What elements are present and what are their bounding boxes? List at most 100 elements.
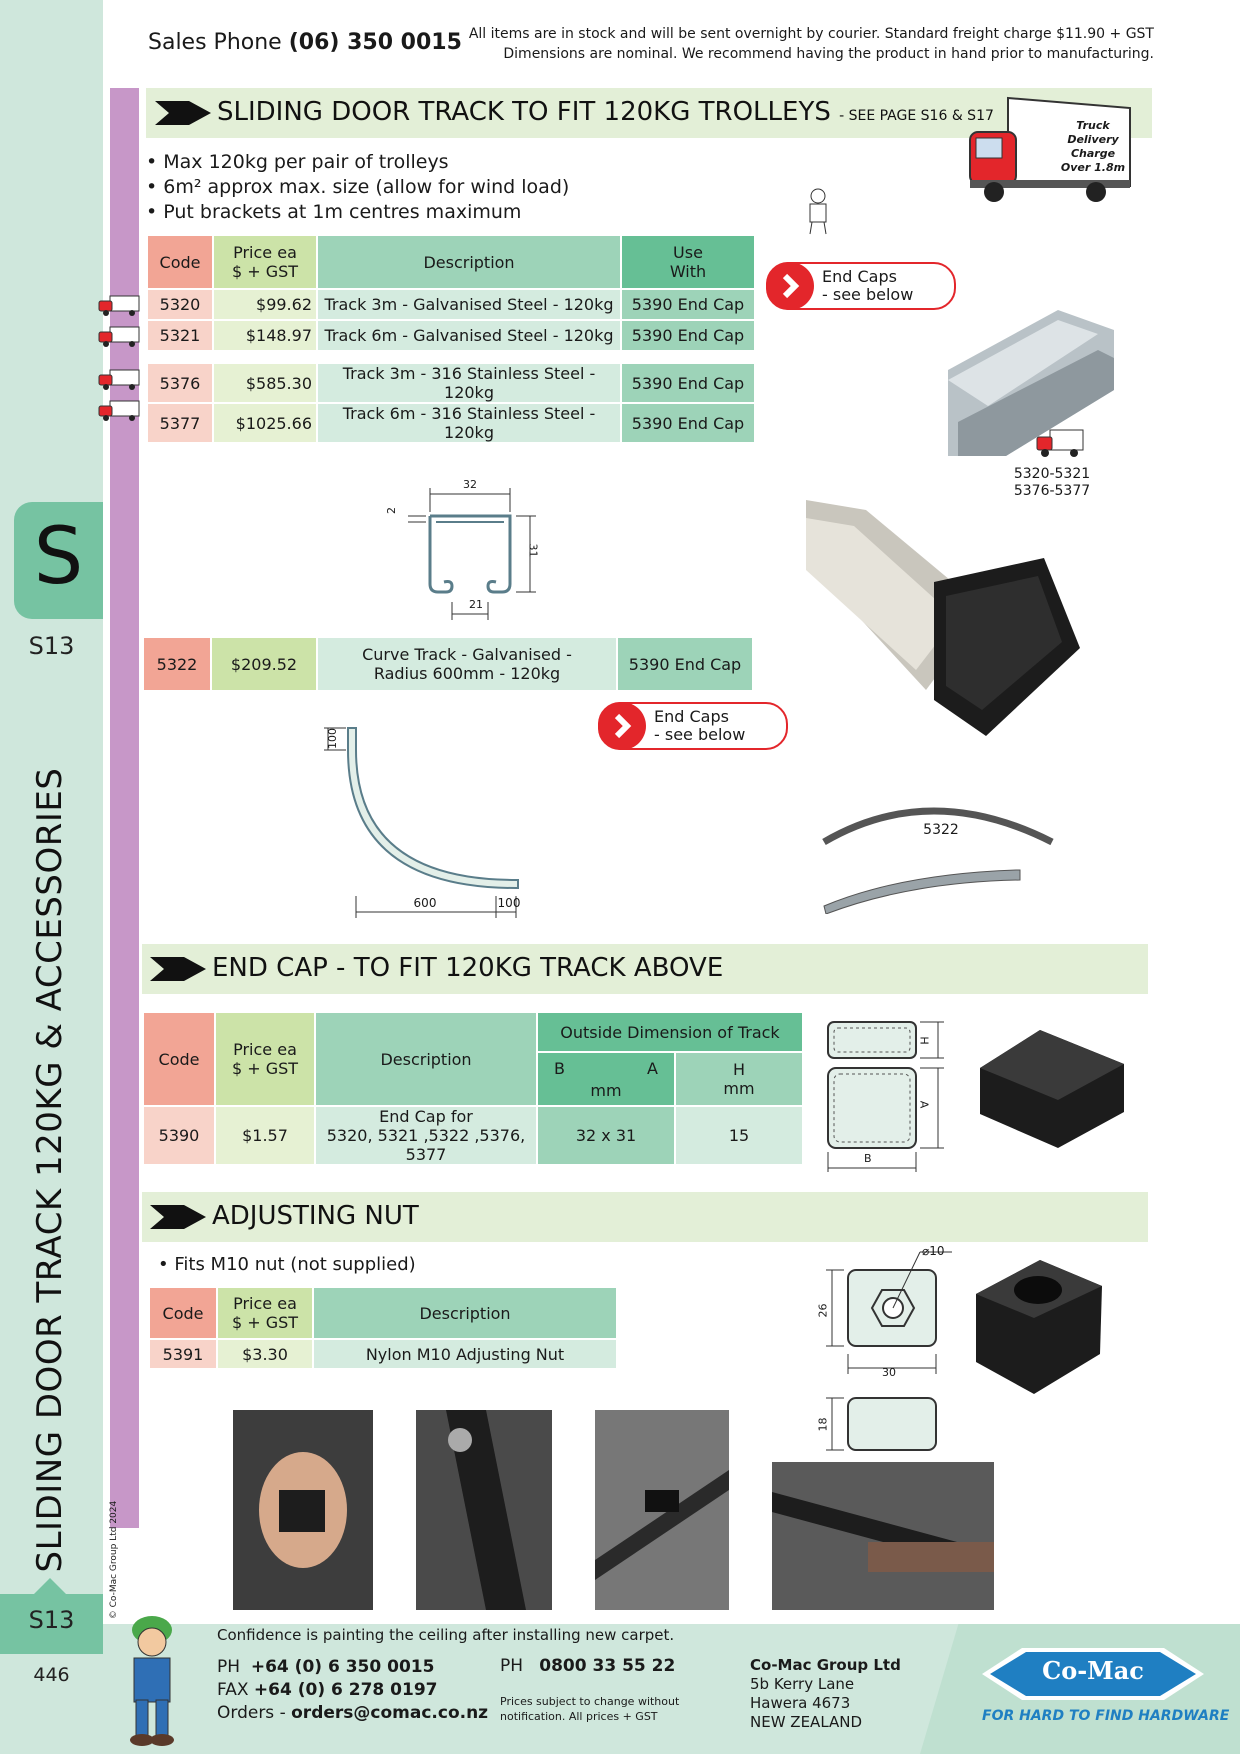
nut-dim-hole: ⌀10 bbox=[922, 1244, 945, 1258]
notice-line-1: All items are in stock and will be sent … bbox=[468, 26, 1154, 42]
end-cap-diagram bbox=[827, 1021, 944, 1172]
truck-icon bbox=[98, 295, 140, 316]
track-title: SLIDING DOOR TRACK TO FIT 120KG TROLLEYS bbox=[217, 97, 831, 127]
section-title-end-cap: END CAP - TO FIT 120KG TRACK ABOVE bbox=[212, 953, 724, 983]
section-title-adjusting-nut: ADJUSTING NUT bbox=[212, 1201, 419, 1231]
row-price: $1.57 bbox=[214, 1105, 316, 1166]
table-row[interactable]: 5320 $99.62 Track 3m - Galvanised Steel … bbox=[146, 288, 756, 321]
end-caps-l1: End Caps bbox=[654, 707, 729, 726]
ph2-number[interactable]: 0800 33 55 22 bbox=[539, 1656, 676, 1676]
notice-line-2: Dimensions are nominal. We recommend hav… bbox=[503, 46, 1154, 62]
comac-logo[interactable] bbox=[982, 1640, 1204, 1708]
truck-badge-text: Truck Delivery Charge Over 1.8m bbox=[1052, 119, 1134, 175]
end-cap-photo bbox=[980, 1030, 1124, 1148]
company-name: Co-Mac Group Ltd bbox=[750, 1656, 901, 1674]
col-code: Code bbox=[142, 1011, 216, 1107]
dim-side: 31 bbox=[526, 543, 540, 558]
use-l1: Use bbox=[673, 243, 703, 262]
col-outside-dimension: Outside Dimension of Track bbox=[536, 1011, 804, 1053]
mascot-small-icon bbox=[809, 188, 827, 235]
footer-address: Co-Mac Group Ltd 5b Kerry Lane Hawera 46… bbox=[750, 1656, 901, 1732]
note-l1: Prices subject to change without bbox=[500, 1695, 680, 1708]
use-l2: With bbox=[669, 262, 707, 281]
col-h-mm: mm bbox=[723, 1079, 755, 1098]
section-header-end-cap bbox=[142, 944, 1148, 994]
address-line-2: Hawera 4673 bbox=[750, 1694, 851, 1712]
row-desc: Track 3m - 316 Stainless Steel - 120kg bbox=[316, 362, 622, 404]
dim-top: 32 bbox=[463, 478, 477, 491]
price-l1: Price ea bbox=[233, 1040, 297, 1059]
row-code: 5390 bbox=[142, 1105, 216, 1166]
bullet-3: • Put brackets at 1m centres maximum bbox=[146, 201, 522, 223]
track-subtitle[interactable]: - SEE PAGE S16 & S17 bbox=[839, 108, 994, 124]
fax-number[interactable]: +64 (0) 6 278 0197 bbox=[253, 1680, 438, 1700]
truck-icon bbox=[1036, 429, 1084, 457]
mascot-icon bbox=[130, 1616, 174, 1746]
curve-desc-l2: Radius 600mm - 120kg bbox=[373, 664, 561, 683]
col-code: Code bbox=[146, 234, 214, 290]
end-caps-link[interactable]: End Caps - see below bbox=[766, 262, 956, 310]
row-use: 5390 End Cap bbox=[620, 288, 756, 321]
bullet-1: • Max 120kg per pair of trolleys bbox=[146, 151, 449, 173]
row-code: 5322 bbox=[142, 636, 212, 692]
row-use: 5390 End Cap bbox=[620, 319, 756, 352]
end-caps-l1: End Caps bbox=[822, 267, 897, 286]
footer-tagline: Confidence is painting the ceiling after… bbox=[217, 1626, 675, 1644]
installation-photo-gate bbox=[772, 1462, 994, 1610]
page-number: 446 bbox=[33, 1664, 70, 1686]
price-l2: $ + GST bbox=[231, 262, 299, 281]
orders-label: Orders - bbox=[217, 1703, 286, 1723]
orders-email[interactable]: orders@comac.co.nz bbox=[291, 1703, 489, 1723]
end-caps-l2: - see below bbox=[654, 725, 746, 744]
logo-tagline: FOR HARD TO FIND HARDWARE bbox=[982, 1708, 1230, 1724]
installation-photo-bracket bbox=[595, 1410, 729, 1610]
row-desc: Nylon M10 Adjusting Nut bbox=[312, 1338, 618, 1370]
row-use: 5390 End Cap bbox=[620, 402, 756, 444]
caption-l1: 5320-5321 bbox=[1013, 466, 1091, 482]
truck-icon bbox=[98, 369, 140, 390]
price-l1: Price ea bbox=[233, 1294, 297, 1313]
price-l2: $ + GST bbox=[231, 1059, 299, 1078]
end-caps-l2: - see below bbox=[822, 285, 914, 304]
section-title-track: SLIDING DOOR TRACK TO FIT 120KG TROLLEYS… bbox=[217, 97, 994, 127]
table-row[interactable]: 5322 $209.52 Curve Track - Galvanised -R… bbox=[142, 636, 754, 692]
row-code: 5377 bbox=[146, 402, 214, 444]
table-row[interactable]: 5377 $1025.66 Track 6m - 316 Stainless S… bbox=[146, 402, 756, 444]
table-row[interactable]: 5321 $148.97 Track 6m - Galvanised Steel… bbox=[146, 319, 756, 352]
adjusting-nut-photo bbox=[976, 1260, 1102, 1394]
col-description: Description bbox=[312, 1286, 618, 1340]
table-row[interactable]: 5376 $585.30 Track 3m - 316 Stainless St… bbox=[146, 362, 756, 404]
diagram-label-b: B bbox=[864, 1152, 872, 1165]
address-line-1: 5b Kerry Lane bbox=[750, 1675, 855, 1693]
curve-track-table: 5322 $209.52 Curve Track - Galvanised -R… bbox=[142, 636, 754, 692]
curve-track-diagram bbox=[324, 727, 519, 918]
end-caps-link-2[interactable]: End Caps - see below bbox=[598, 702, 788, 750]
footer-price-note: Prices subject to change without notific… bbox=[500, 1694, 679, 1724]
adjusting-nut-table: Code Price ea$ + GST Description 5391 $3… bbox=[148, 1286, 618, 1370]
section-tab[interactable] bbox=[14, 502, 103, 619]
truck-delivery-icon bbox=[969, 96, 1131, 202]
copyright: © Co-Mac Group Ltd 2024 bbox=[109, 1500, 119, 1620]
up-arrow-icon bbox=[33, 1578, 67, 1595]
curve-photo-label: 5322 bbox=[923, 822, 959, 838]
nut-bullet: • Fits M10 nut (not supplied) bbox=[158, 1254, 416, 1275]
col-price: Price ea$ + GST bbox=[216, 1286, 314, 1340]
row-ba: 32 x 31 bbox=[536, 1105, 676, 1166]
ph-number[interactable]: +64 (0) 6 350 0015 bbox=[250, 1657, 435, 1677]
section-header-track bbox=[146, 88, 1152, 138]
page-code-bottom-tab bbox=[0, 1594, 103, 1654]
curve-dim-top: 100 bbox=[326, 728, 339, 749]
row-code: 5376 bbox=[146, 362, 214, 404]
truck-badge-line-3: Over 1.8m bbox=[1060, 161, 1126, 174]
page-code-bottom: S13 bbox=[28, 1606, 75, 1634]
table-row[interactable]: 5391 $3.30 Nylon M10 Adjusting Nut bbox=[148, 1338, 618, 1370]
track-photo-caption: 5320-5321 5376-5377 bbox=[1000, 466, 1104, 500]
curve-dim-radius: 600 bbox=[413, 896, 437, 910]
note-l2: notification. All prices + GST bbox=[500, 1710, 658, 1723]
sales-number[interactable]: (06) 350 0015 bbox=[288, 30, 462, 55]
